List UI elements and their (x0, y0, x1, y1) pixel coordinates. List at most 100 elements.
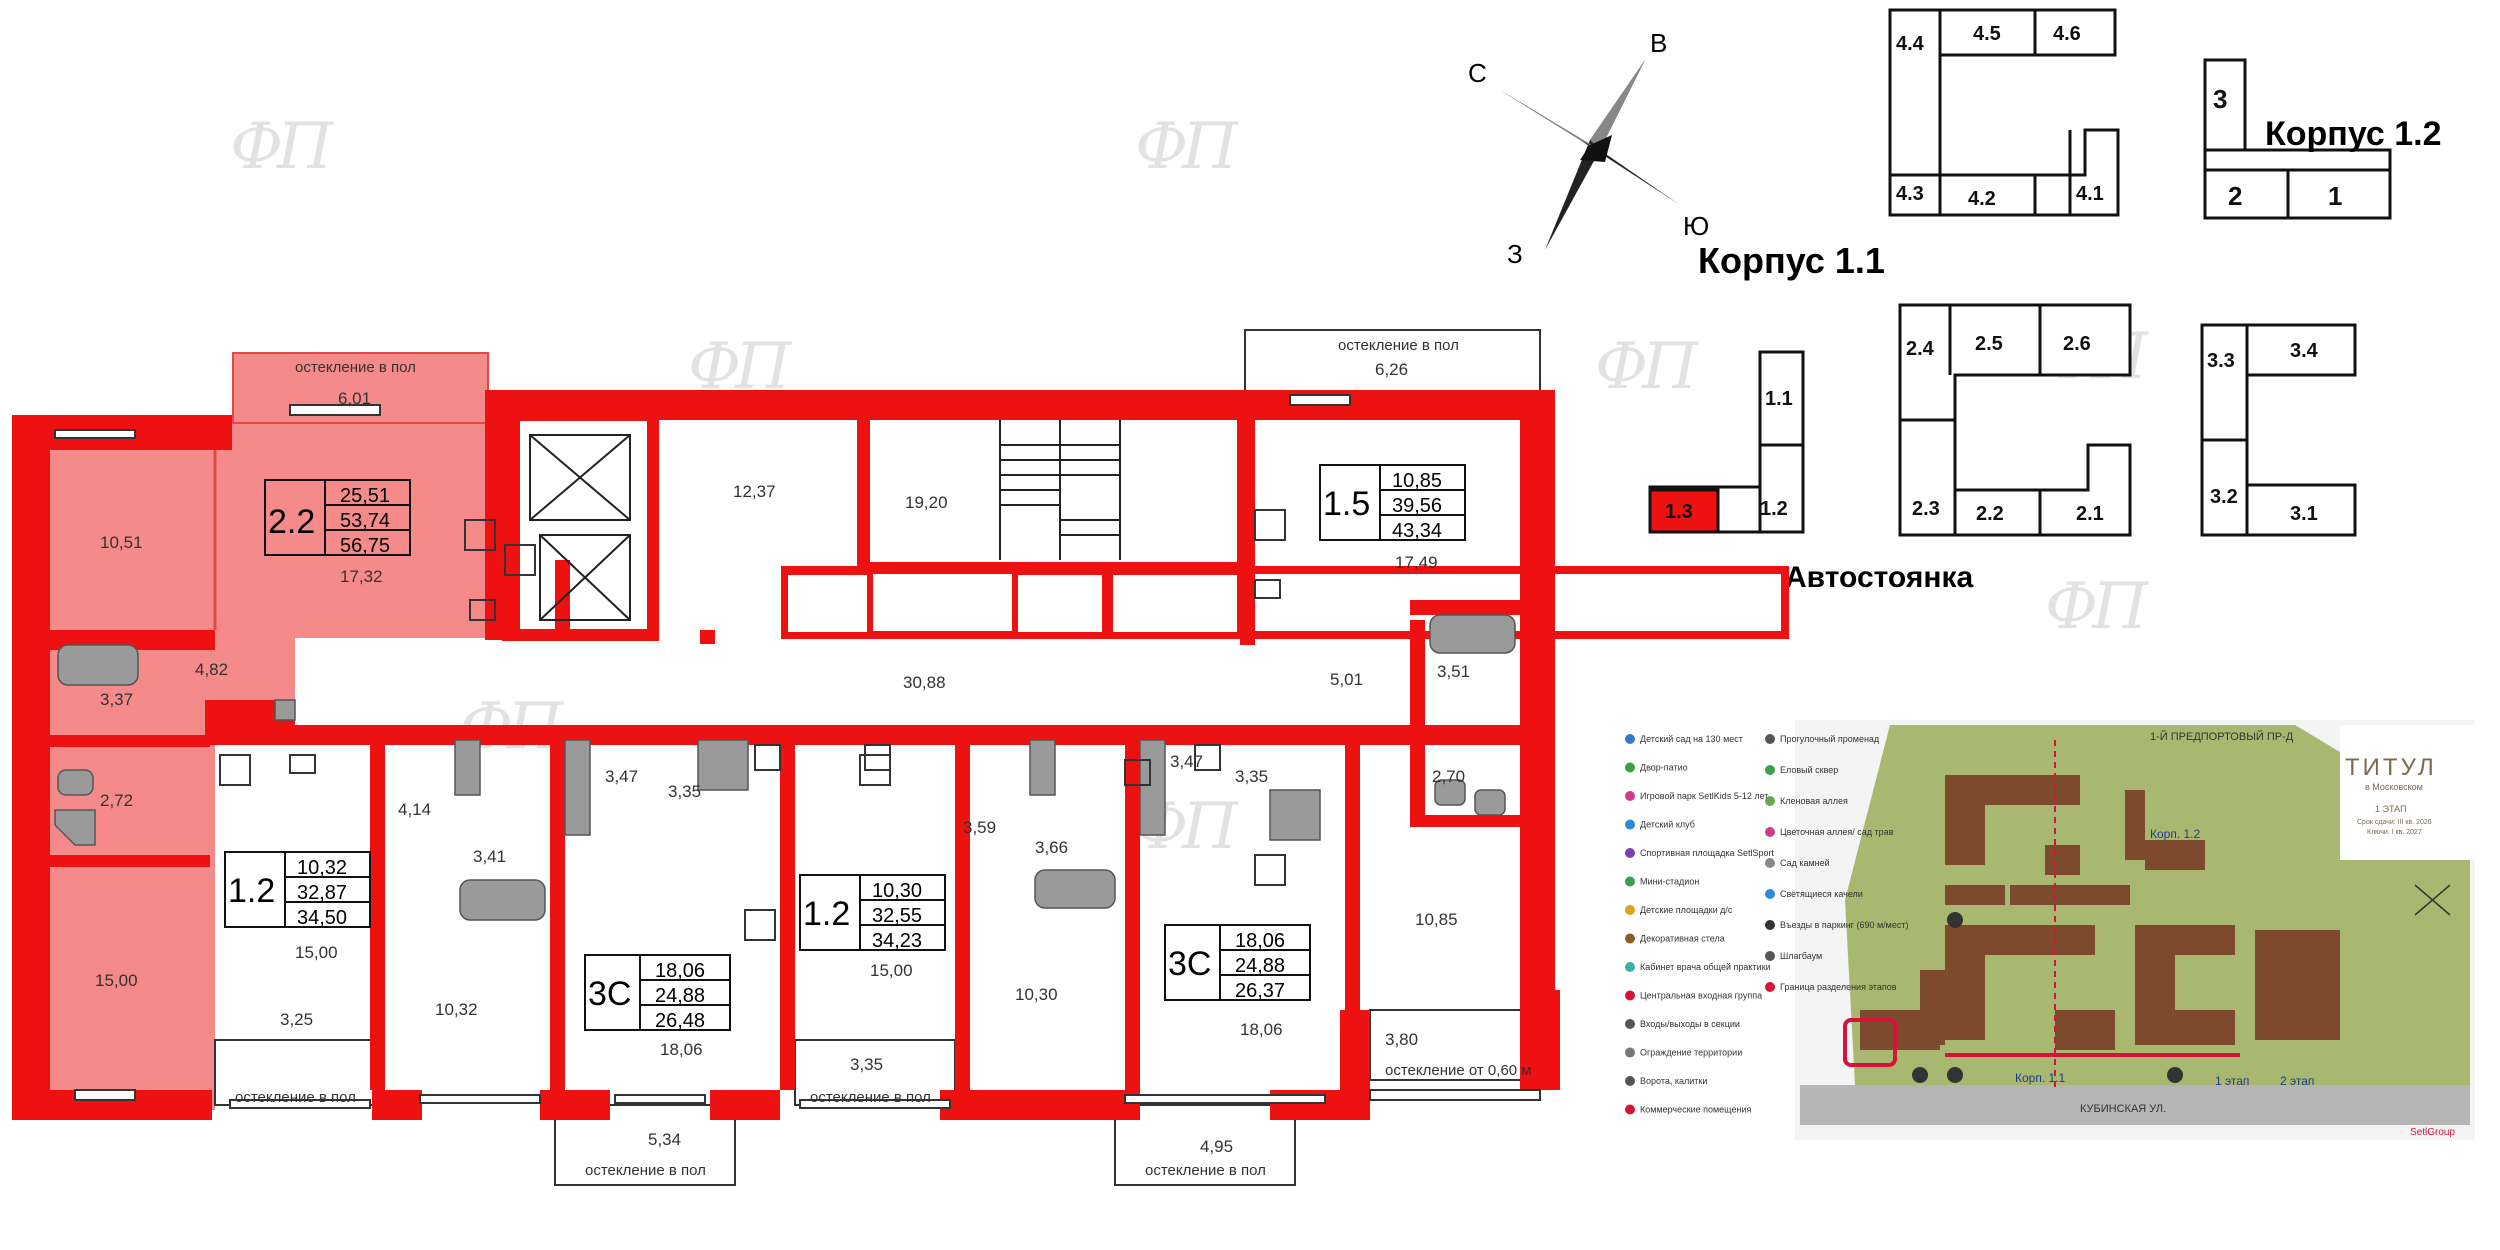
legend-marker-icon (1765, 796, 1775, 806)
legend-marker-icon (1765, 982, 1775, 992)
apt-2-2-label[interactable]: 2.2 25,51 53,74 56,75 (264, 479, 411, 557)
apt-3c-a-area1: 18,06 (655, 960, 705, 982)
map-road-bottom: КУБИНСКАЯ УЛ. (2080, 1103, 2166, 1115)
legend-item: Граница разделения этапов (1780, 982, 1897, 992)
watermark-1: ФП (230, 110, 333, 184)
legend-item: Ограждение территории (1640, 1048, 1742, 1058)
room-10-51: 10,51 (100, 533, 143, 552)
apt-1-2b-label[interactable]: 1.2 10,30 32,55 34,23 (799, 874, 946, 952)
room-3-51: 3,51 (1437, 662, 1470, 681)
watermark-2: ФП (1135, 110, 1238, 184)
legend-item: Двор-патио (1640, 763, 1688, 773)
legend-item: Декоративная стела (1640, 934, 1725, 944)
legend-marker-icon (1625, 1019, 1635, 1029)
room-17-49: 17,49 (1395, 553, 1438, 572)
room-10-85: 10,85 (1415, 910, 1458, 929)
apt-1-2b-type: 1.2 (803, 895, 850, 933)
room-3-47b: 3,47 (1170, 752, 1203, 771)
map-stage: 1 ЭТАП (2375, 804, 2407, 814)
map-road-top: 1-Й ПРЕДПОРТОВЫЙ ПР-Д (2150, 730, 2294, 743)
room-19-20: 19,20 (905, 493, 948, 512)
section-4-3: 4.3 (1896, 183, 1924, 205)
apt-3c-a-type: 3С (588, 975, 631, 1013)
apt-1-5-area2: 39,56 (1392, 495, 1442, 517)
room-15-00b: 15,00 (295, 943, 338, 962)
room-4-14: 4,14 (398, 800, 431, 819)
legend-marker-icon (1625, 734, 1635, 744)
section-4-5: 4.5 (1973, 23, 2001, 45)
room-3-37: 3,37 (100, 690, 133, 709)
legend-marker-icon (1765, 889, 1775, 899)
compass-rose: С В Ю З (1468, 28, 1709, 269)
apt-1-2b-area2: 32,55 (872, 905, 922, 927)
legend-item: Коммерческие помещения (1640, 1105, 1751, 1115)
map-korp11: Корп. 1.1 (2015, 1071, 2066, 1085)
room-3-35a: 3,35 (668, 782, 701, 801)
apt-1-2a-area3: 34,50 (297, 907, 347, 929)
apt-3c-a-label[interactable]: 3С 18,06 24,88 26,48 (584, 954, 731, 1032)
legend-item: Прогулочный променад (1780, 734, 1880, 744)
section-2-4: 2.4 (1906, 338, 1935, 360)
section-4-1: 4.1 (2076, 183, 2104, 205)
section-k12-3: 3 (2213, 84, 2227, 114)
apt-3c-a-area2: 24,88 (655, 985, 705, 1007)
glazing-12b: остекление в пол (810, 1089, 931, 1106)
section-2-6: 2.6 (2063, 333, 2091, 355)
apt-3c-b-area2: 24,88 (1235, 955, 1285, 977)
room-3-35c: 3,35 (850, 1055, 883, 1074)
glazing-15: остекление в пол (1338, 337, 1459, 354)
map-korp12: Корп. 1.2 (2150, 827, 2201, 841)
legend-item: Цветочная аллея/ сад трав (1780, 827, 1894, 837)
section-2-2: 2.2 (1976, 503, 2004, 525)
legend-marker-icon (1625, 962, 1635, 972)
room-4-82: 4,82 (195, 660, 228, 679)
apt-1-2a-label[interactable]: 1.2 10,32 32,87 34,50 (224, 851, 371, 929)
legend-item: Мини-стадион (1640, 877, 1699, 887)
legend-item: Входы/выходы в секции (1640, 1019, 1740, 1029)
korpus-1-2-title: Корпус 1.2 (2265, 115, 2442, 153)
room-3-41: 3,41 (473, 847, 506, 866)
legend-marker-icon (1625, 819, 1635, 830)
apt-3c-b-area3: 26,37 (1235, 980, 1285, 1002)
room-18-06a: 18,06 (660, 1040, 703, 1059)
map-stage1: 1 этап (2215, 1074, 2249, 1088)
section-2-1: 2.1 (2076, 503, 2104, 525)
compass-s: Ю (1683, 211, 1709, 241)
legend-marker-icon (1625, 1047, 1635, 1058)
room-5-34: 5,34 (648, 1130, 681, 1149)
floor-plan-body (12, 329, 1789, 1186)
section-4-4: 4.4 (1896, 33, 1925, 55)
compass-n: С (1468, 58, 1487, 88)
apt-3c-b-label[interactable]: 3С 18,06 24,88 26,37 (1164, 924, 1311, 1002)
section-3-2: 3.2 (2210, 486, 2238, 508)
apt-1-2b-area3: 34,23 (872, 930, 922, 952)
legend-item: Светящиеся качели (1780, 889, 1863, 899)
legend-item: Ворота, калитки (1640, 1076, 1707, 1086)
apt-1-2a-area1: 10,32 (297, 857, 347, 879)
legend-item: Центральная входная группа (1640, 991, 1762, 1001)
map-date1: Срок сдачи: III кв. 2026 (2357, 819, 2432, 826)
legend-item: Игровой парк SetlKids 5-12 лет (1640, 791, 1768, 801)
section-3-3: 3.3 (2207, 350, 2235, 372)
apt-1-5-label[interactable]: 1.5 10,85 39,56 43,34 (1319, 464, 1466, 542)
room-17-32: 17,32 (340, 567, 383, 586)
map-legend-left: Детский сад на 130 местДвор-патиоИгровой… (1625, 734, 1775, 1115)
watermark-4: ФП (1595, 330, 1698, 404)
legend-marker-icon (1625, 1076, 1635, 1086)
room-30-88: 30,88 (903, 673, 946, 692)
apt-1-2a-type: 1.2 (228, 872, 275, 910)
legend-item: Детский клуб (1640, 820, 1695, 830)
legend-item: Спортивная площадка SetlSport (1640, 848, 1775, 858)
legend-marker-icon (1625, 848, 1635, 858)
section-3-1: 3.1 (2290, 503, 2318, 525)
apt-2-2-area1: 25,51 (340, 485, 390, 507)
apt-2-2-type: 2.2 (268, 503, 315, 541)
section-2-3: 2.3 (1912, 498, 1940, 520)
glazing-22: остекление в пол (295, 359, 416, 376)
room-3-35b: 3,35 (1235, 767, 1268, 786)
section-1-3-selected[interactable]: 1.3 (1665, 501, 1693, 523)
key-plan-k11-left (1648, 350, 1805, 534)
apt-3c-b-area1: 18,06 (1235, 930, 1285, 952)
